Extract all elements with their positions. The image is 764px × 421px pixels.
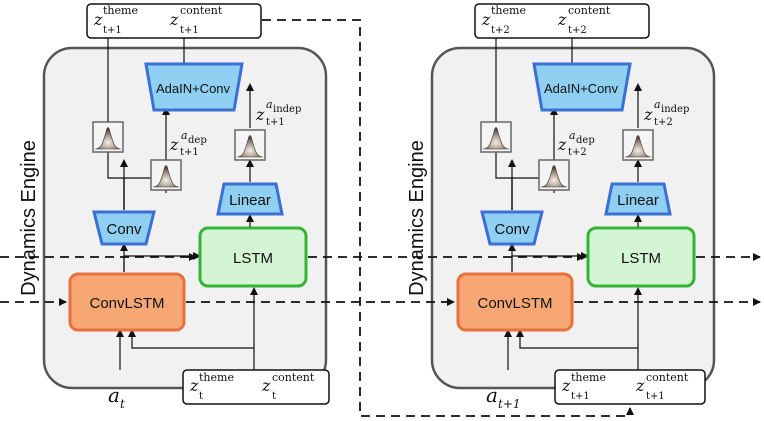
z-dep-label: z a dep t+1 <box>169 129 207 158</box>
z-dep-label: z a dep t+2 <box>557 129 595 158</box>
gaussian-dep2-icon <box>150 159 182 191</box>
svg-text:LSTM: LSTM <box>233 250 273 267</box>
svg-text:content: content <box>180 4 223 17</box>
svg-text:a: a <box>569 129 576 142</box>
linear-block: Linear <box>604 182 672 216</box>
svg-text:dep: dep <box>188 135 207 146</box>
svg-text:content: content <box>272 371 315 384</box>
svg-text:z: z <box>93 10 103 29</box>
svg-text:Linear: Linear <box>617 192 659 209</box>
output-latents-box: z theme t+1 z content t+1 <box>86 3 262 39</box>
convlstm-block: ConvLSTM <box>68 272 186 332</box>
svg-text:t+1: t+1 <box>498 397 521 411</box>
svg-text:t+2: t+2 <box>568 25 587 36</box>
svg-text:a: a <box>108 383 120 407</box>
svg-text:z: z <box>261 376 271 395</box>
svg-text:theme: theme <box>199 371 234 384</box>
svg-text:a: a <box>654 98 661 111</box>
gaussian-dep2-icon <box>538 159 570 191</box>
svg-text:a: a <box>486 383 498 407</box>
svg-text:z: z <box>557 135 567 154</box>
z-indep-label: z a indep t+1 <box>255 98 301 128</box>
linear-block: Linear <box>216 182 284 216</box>
svg-text:t+1: t+1 <box>646 391 665 402</box>
engine-step-1: Dynamics Engine <box>18 3 330 411</box>
convlstm-block: ConvLSTM <box>456 272 574 332</box>
gaussian-dep-icon <box>92 121 124 153</box>
svg-text:AdaIN+Conv: AdaIN+Conv <box>156 81 231 96</box>
output-latents-box: z theme t+2 z content t+2 <box>474 3 650 39</box>
svg-text:a: a <box>266 98 273 111</box>
lstm-block: LSTM <box>198 226 308 288</box>
svg-text:z: z <box>169 135 179 154</box>
svg-text:a: a <box>181 129 188 142</box>
svg-text:z: z <box>635 376 645 395</box>
svg-text:z: z <box>255 105 265 124</box>
svg-text:z: z <box>557 10 567 29</box>
input-latents-box: z theme t z content t <box>182 369 330 405</box>
input-latents-box: z theme t+1 z content t+1 <box>554 369 706 405</box>
svg-text:t: t <box>199 391 203 402</box>
gaussian-indep-icon <box>234 129 266 161</box>
lstm-block: LSTM <box>586 226 696 288</box>
svg-text:ConvLSTM: ConvLSTM <box>89 295 164 312</box>
svg-text:LSTM: LSTM <box>621 250 661 267</box>
svg-text:dep: dep <box>576 135 595 146</box>
svg-text:theme: theme <box>103 4 138 17</box>
svg-text:z: z <box>169 10 179 29</box>
svg-text:t: t <box>272 391 276 402</box>
conv-block: Conv <box>92 210 156 246</box>
engine-label: Dynamics Engine <box>406 140 428 296</box>
conv-block: Conv <box>480 210 544 246</box>
gaussian-dep-icon <box>480 121 512 153</box>
svg-text:theme: theme <box>491 4 526 17</box>
svg-text:t: t <box>120 397 125 411</box>
svg-text:content: content <box>568 4 611 17</box>
svg-text:theme: theme <box>571 371 606 384</box>
svg-text:content: content <box>646 371 689 384</box>
svg-text:Linear: Linear <box>229 192 271 209</box>
svg-text:ConvLSTM: ConvLSTM <box>477 295 552 312</box>
svg-text:Conv: Conv <box>106 221 142 238</box>
z-indep-label: z a indep t+2 <box>643 98 689 128</box>
svg-text:t+1: t+1 <box>103 25 122 36</box>
svg-text:AdaIN+Conv: AdaIN+Conv <box>544 81 619 96</box>
svg-text:t+2: t+2 <box>568 147 587 158</box>
svg-text:t+1: t+1 <box>266 117 285 128</box>
action-input-label: a t <box>108 383 125 411</box>
svg-text:t+1: t+1 <box>180 25 199 36</box>
svg-text:Conv: Conv <box>494 221 530 238</box>
svg-text:z: z <box>561 376 571 395</box>
recurrent-connections <box>0 19 761 417</box>
svg-text:t+2: t+2 <box>491 25 510 36</box>
svg-text:t+1: t+1 <box>571 391 590 402</box>
engine-label: Dynamics Engine <box>18 140 40 296</box>
adain-conv-block: AdaIN+Conv <box>144 62 244 112</box>
svg-text:t+2: t+2 <box>654 117 673 128</box>
svg-text:indep: indep <box>273 104 301 115</box>
svg-text:indep: indep <box>661 104 689 115</box>
gaussian-indep-icon <box>622 129 654 161</box>
svg-text:z: z <box>189 376 199 395</box>
svg-text:t+1: t+1 <box>180 147 199 158</box>
svg-text:z: z <box>643 105 653 124</box>
adain-conv-block: AdaIN+Conv <box>532 62 632 112</box>
engine-step-2: Dynamics Engine <box>406 3 716 411</box>
svg-text:z: z <box>481 10 491 29</box>
action-input-label: a t+1 <box>486 383 521 411</box>
